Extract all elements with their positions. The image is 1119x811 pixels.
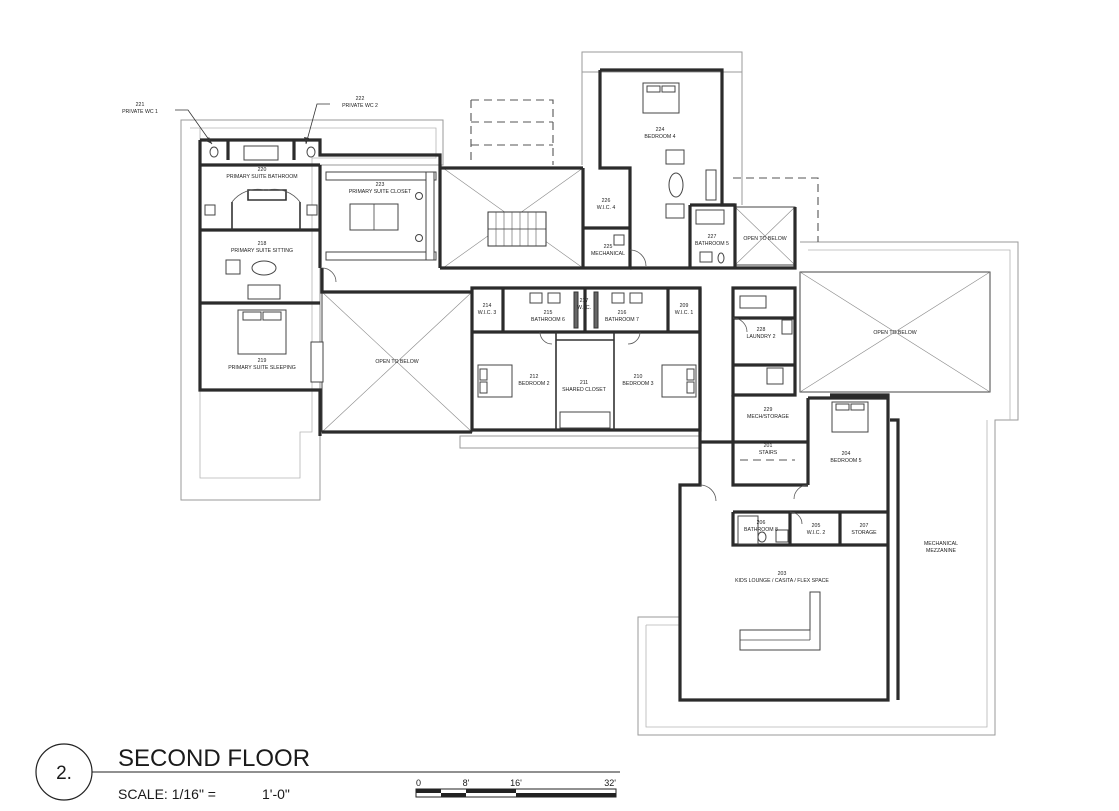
room-227-number: 227 bbox=[708, 234, 717, 240]
callout-222-name: PRIVATE WC 2 bbox=[342, 103, 378, 109]
scale-label: SCALE: 1/16" = bbox=[118, 786, 216, 802]
scale-bar-0: 0 bbox=[416, 778, 421, 788]
room-labels: 220 PRIMARY SUITE BATHROOM 223 PRIMARY S… bbox=[226, 127, 958, 584]
room-214-number: 214 bbox=[483, 303, 492, 309]
room-219-name: PRIMARY SUITE SLEEPING bbox=[228, 365, 296, 371]
room-224-number: 224 bbox=[656, 127, 665, 133]
room-226-name: W.I.C. 4 bbox=[597, 205, 616, 211]
room-207-number: 207 bbox=[860, 523, 869, 529]
room-218-number: 218 bbox=[258, 241, 267, 247]
room-201-number: 201 bbox=[764, 443, 773, 449]
room-201-name: STAIRS bbox=[759, 450, 778, 456]
dashed-lines bbox=[470, 99, 819, 461]
callout-222: 222 PRIVATE WC 2 bbox=[304, 96, 378, 145]
room-216-name: BATHROOM 7 bbox=[605, 317, 639, 323]
interior-walls bbox=[200, 140, 900, 700]
room-223-name: PRIMARY SUITE CLOSET bbox=[349, 189, 412, 195]
room-205-name: W.I.C. 2 bbox=[807, 530, 826, 536]
room-229-number: 229 bbox=[764, 407, 773, 413]
room-219-number: 219 bbox=[258, 358, 267, 364]
callout-221-number: 221 bbox=[136, 102, 145, 108]
mezzanine-line2: MEZZANINE bbox=[926, 548, 957, 554]
room-206-number: 206 bbox=[757, 520, 766, 526]
scale-bar-32: 32' bbox=[604, 778, 616, 788]
open-to-below-right bbox=[799, 271, 991, 393]
room-214-name: W.I.C. 3 bbox=[478, 310, 497, 316]
doors bbox=[231, 188, 809, 525]
callout-221-name: PRIVATE WC 1 bbox=[122, 109, 158, 115]
scale-value: 1'-0" bbox=[262, 786, 290, 802]
room-204-number: 204 bbox=[842, 451, 851, 457]
room-215-name: BATHROOM 6 bbox=[531, 317, 565, 323]
room-211-number: 211 bbox=[580, 380, 588, 386]
room-210-name: BEDROOM 3 bbox=[622, 381, 653, 387]
room-210-number: 210 bbox=[634, 374, 643, 380]
mezzanine-line1: MECHANICAL bbox=[924, 541, 958, 547]
room-217-name: W.I.C. bbox=[577, 305, 591, 311]
room-215-number: 215 bbox=[544, 310, 553, 316]
room-226-number: 226 bbox=[602, 198, 611, 204]
room-212-name: BEDROOM 2 bbox=[518, 381, 549, 387]
callout-222-number: 222 bbox=[356, 96, 365, 102]
room-228-number: 228 bbox=[757, 327, 766, 333]
room-203-number: 203 bbox=[778, 571, 787, 577]
room-229-name: MECH/STORAGE bbox=[747, 414, 790, 420]
room-225-name: MECHANICAL bbox=[591, 251, 625, 257]
open-to-below-right-label: OPEN TO BELOW bbox=[873, 330, 916, 336]
callout-221: 221 PRIVATE WC 1 bbox=[122, 102, 213, 145]
fixtures bbox=[204, 82, 869, 651]
room-204-name: BEDROOM 5 bbox=[830, 458, 861, 464]
room-220-name: PRIMARY SUITE BATHROOM bbox=[226, 174, 297, 180]
room-225-number: 225 bbox=[604, 244, 613, 250]
room-212-number: 212 bbox=[530, 374, 539, 380]
scale-bar-16: 16' bbox=[510, 778, 522, 788]
open-to-below-left-label: OPEN TO BELOW bbox=[375, 359, 418, 365]
open-to-below-small-label: OPEN TO BELOW bbox=[743, 236, 786, 242]
room-209-name: W.I.C. 1 bbox=[675, 310, 694, 316]
deck-outlines bbox=[180, 51, 1019, 736]
title-block: 2. SECOND FLOOR SCALE: 1/16" = 1'-0" 0 8… bbox=[35, 743, 620, 802]
stair-hall bbox=[442, 167, 584, 269]
drawing-title: SECOND FLOOR bbox=[118, 745, 310, 772]
room-217-number: 217 bbox=[580, 298, 589, 304]
room-224-name: BEDROOM 4 bbox=[644, 134, 675, 140]
room-216-number: 216 bbox=[618, 310, 627, 316]
room-203-name: KIDS LOUNGE / CASITA / FLEX SPACE bbox=[735, 578, 829, 584]
room-218-name: PRIMARY SUITE SITTING bbox=[231, 248, 293, 254]
room-223-number: 223 bbox=[376, 182, 385, 188]
room-228-name: LAUNDRY 2 bbox=[747, 334, 776, 340]
room-206-name: BATHROOM 8 bbox=[744, 527, 778, 533]
drawing-number: 2. bbox=[56, 763, 72, 784]
room-211-name: SHARED CLOSET bbox=[562, 387, 607, 393]
room-209-number: 209 bbox=[680, 303, 689, 309]
room-205-number: 205 bbox=[812, 523, 821, 529]
room-227-name: BATHROOM 5 bbox=[695, 241, 729, 247]
room-220-number: 220 bbox=[258, 167, 267, 173]
room-207-name: STORAGE bbox=[851, 530, 877, 536]
scale-bar: 0 8' 16' 32' bbox=[415, 778, 617, 798]
scale-bar-8: 8' bbox=[463, 778, 470, 788]
